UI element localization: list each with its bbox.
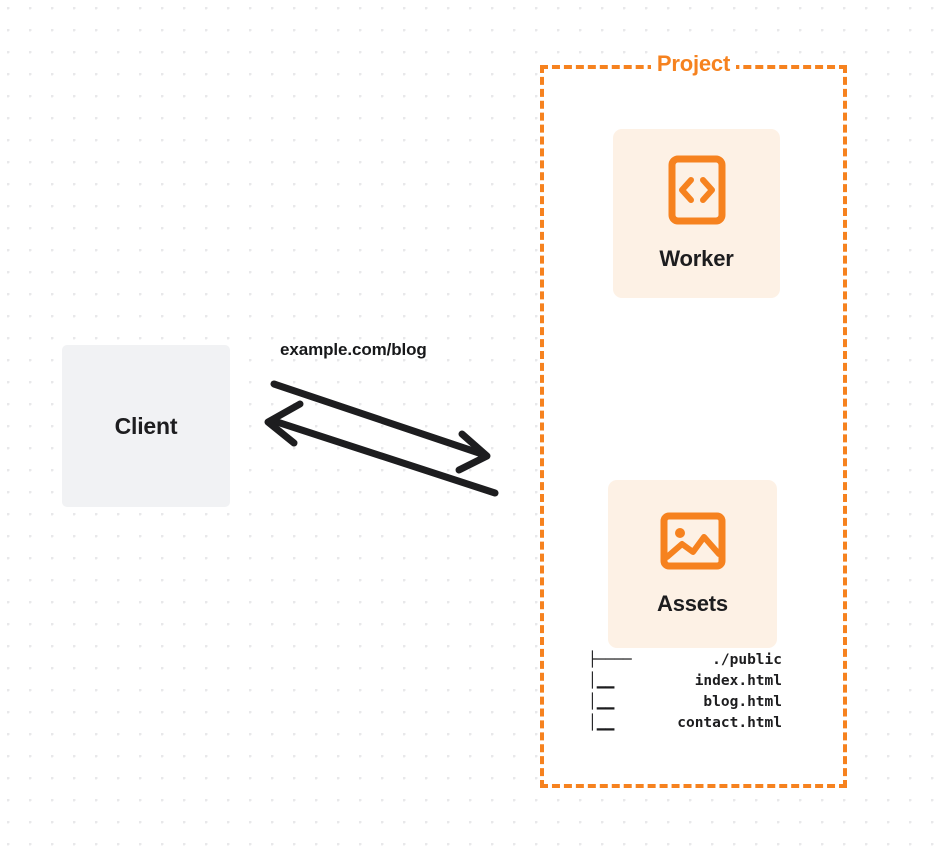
code-brackets-icon xyxy=(668,155,726,230)
connection-label: example.com/blog xyxy=(280,340,427,359)
worker-card[interactable]: Worker xyxy=(613,129,780,298)
file-tree-name: ./public xyxy=(712,652,782,668)
project-label: Project xyxy=(540,51,847,77)
file-tree-row: │▁▁ index.html xyxy=(588,671,782,692)
file-tree-row: │▁▁ blog.html xyxy=(588,692,782,713)
worker-card-label: Worker xyxy=(659,246,734,271)
file-tree-branch: │▁▁ xyxy=(588,694,615,710)
assets-card[interactable]: Assets xyxy=(608,480,777,648)
image-icon xyxy=(660,512,726,575)
assets-card-label: Assets xyxy=(657,590,728,616)
client-node[interactable]: Client xyxy=(62,345,230,507)
project-label-text: Project xyxy=(650,51,737,76)
file-tree-name: contact.html xyxy=(677,715,782,731)
file-tree-branch: │▁▁ xyxy=(588,673,615,689)
assets-file-tree: ├──── ./public │▁▁ index.html │▁▁ blog.h… xyxy=(588,650,782,734)
file-tree-name: index.html xyxy=(694,673,782,689)
file-tree-name: blog.html xyxy=(703,694,782,710)
request-arrow xyxy=(270,380,491,474)
file-tree-branch: ├──── xyxy=(588,652,632,668)
file-tree-branch: │▁▁ xyxy=(588,715,615,731)
file-tree-row: │▁▁ contact.html xyxy=(588,713,782,734)
response-arrow xyxy=(264,400,499,497)
file-tree-row: ├──── ./public xyxy=(588,650,782,671)
client-node-label: Client xyxy=(114,412,178,439)
